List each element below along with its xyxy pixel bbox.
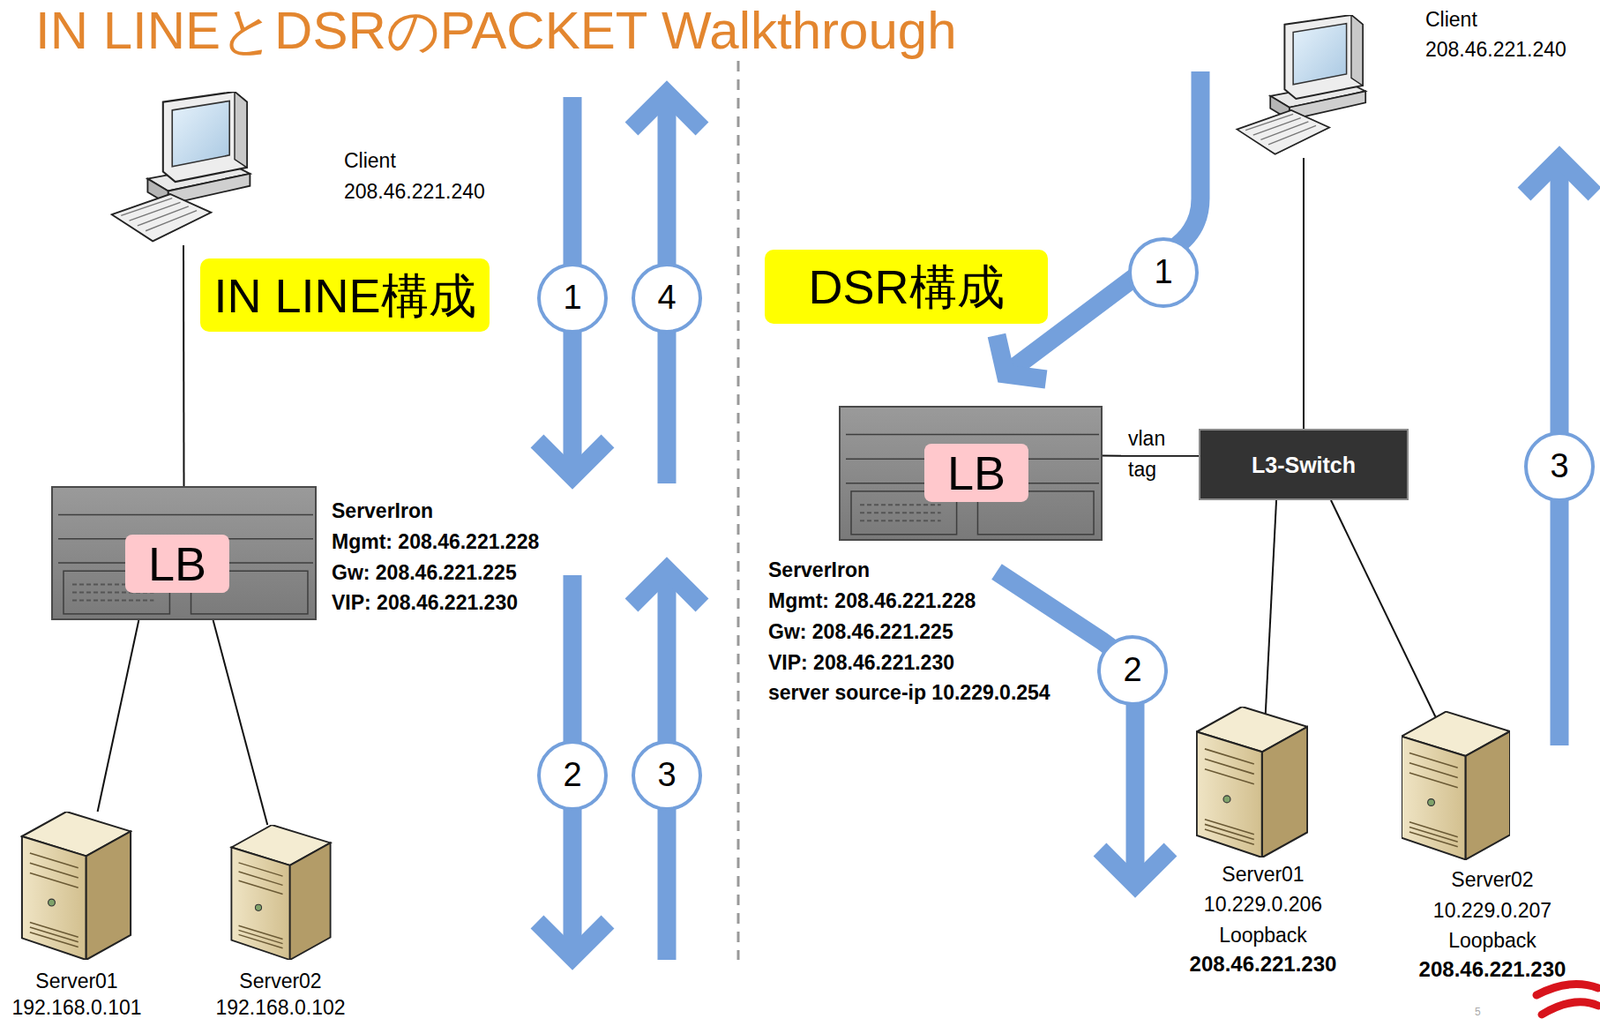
node-label: 10.229.0.206 — [1203, 892, 1323, 916]
node-label: Server01 — [35, 969, 118, 993]
server-symbol — [224, 824, 337, 960]
callout-circle: 3 — [1524, 431, 1595, 502]
box-text: 2 — [562, 755, 582, 795]
server-icon: Server01192.168.0.101 — [20, 811, 133, 960]
box-text: DSR構成 — [807, 259, 1004, 315]
node-label: 208.46.221.240 — [1425, 37, 1567, 61]
wire — [1102, 455, 1199, 457]
symbol-use — [112, 91, 251, 241]
vent — [72, 598, 154, 601]
node-label: Mgmt: 208.46.221.228 — [331, 530, 539, 554]
box-text: 1 — [1153, 253, 1173, 292]
wire — [1265, 500, 1277, 715]
symbol-use — [1401, 711, 1511, 860]
connector-line — [1102, 455, 1199, 457]
wire — [1330, 500, 1439, 724]
node-label: 208.46.221.230 — [1189, 951, 1338, 977]
vent — [859, 511, 942, 514]
page-title: IN LINEとDSRのPACKET Walkthrough — [35, 0, 958, 61]
vlan-tag-label: vlan — [1128, 426, 1166, 450]
node-label: LB — [125, 534, 230, 593]
node-label: 192.168.0.102 — [215, 995, 345, 1019]
wire — [97, 620, 140, 812]
box-text: 3 — [1549, 447, 1569, 486]
box-text: 2 — [1122, 650, 1142, 690]
box-text: L3-Switch — [1251, 451, 1356, 478]
wire — [213, 620, 269, 825]
symbol-use — [1196, 706, 1308, 858]
node-label: Client — [1425, 7, 1478, 31]
client-computer: Client208.46.221.240 — [106, 91, 261, 246]
computer-symbol — [106, 91, 261, 246]
server-icon: Server0110.229.0.206Loopback208.46.221.2… — [1196, 706, 1309, 858]
page-number: 5 — [1474, 1006, 1481, 1019]
config-label-box: DSR構成 — [764, 249, 1048, 324]
divider — [738, 60, 740, 960]
server-icon: Server0210.229.0.207Loopback208.46.221.2… — [1401, 710, 1511, 860]
node-label: Loopback — [1448, 928, 1537, 952]
load-balancer: LBServerIronMgmt: 208.46.221.228Gw: 208.… — [51, 485, 317, 621]
wire — [1302, 157, 1305, 429]
node-label: 192.168.0.101 — [11, 995, 142, 1019]
node-label: Server02 — [1450, 867, 1533, 891]
computer-symbol — [1224, 14, 1384, 158]
node-label: VIP: 208.46.221.230 — [331, 590, 518, 614]
node-label: Client — [343, 149, 397, 172]
node-label: ServerIron — [768, 558, 870, 582]
wire — [182, 245, 186, 486]
symbol-use — [22, 811, 131, 960]
box-text: 3 — [657, 755, 676, 795]
callout-circle: 4 — [631, 262, 703, 334]
node-label: Gw: 208.46.221.225 — [331, 560, 517, 584]
node-label: Server02 — [239, 969, 322, 993]
node-label: Server01 — [1221, 862, 1304, 886]
node-label: Loopback — [1218, 923, 1308, 947]
box-text: 4 — [657, 278, 676, 318]
node-label: 208.46.221.240 — [343, 179, 486, 203]
vent — [859, 503, 942, 506]
l3-switch: L3-Switch — [1198, 428, 1409, 501]
server-symbol — [1196, 706, 1309, 858]
load-balancer: LBServerIronMgmt: 208.46.221.228Gw: 208.… — [838, 405, 1103, 541]
symbol-use — [231, 824, 330, 960]
vent — [859, 519, 942, 522]
callout-circle: 2 — [537, 740, 608, 811]
server-symbol — [1401, 710, 1511, 860]
box-text: 1 — [562, 278, 582, 318]
node-label: 10.229.0.207 — [1433, 898, 1552, 922]
connector-line — [1265, 500, 1277, 715]
server-icon: Server02192.168.0.102 — [224, 824, 337, 960]
node-label: Mgmt: 208.46.221.228 — [768, 589, 976, 613]
connector-line — [213, 620, 269, 825]
box-text: IN LINE構成 — [213, 267, 476, 322]
node-label: Gw: 208.46.221.225 — [768, 620, 954, 643]
node-label: server source-ip 10.229.0.254 — [768, 680, 1051, 704]
connector-line — [97, 620, 140, 812]
logo — [1536, 984, 1599, 1016]
callout-circle: 2 — [1097, 635, 1168, 706]
slot-line — [845, 433, 1100, 436]
vlan-tag-label: tag — [1128, 457, 1157, 481]
client-computer: Client208.46.221.240 — [1224, 14, 1384, 158]
connector-line — [183, 245, 186, 486]
slot-line — [58, 514, 314, 516]
callout-circle: 1 — [537, 262, 608, 334]
config-label-box: IN LINE構成 — [200, 258, 490, 332]
connector-line — [1330, 500, 1439, 724]
node-label: VIP: 208.46.221.230 — [768, 650, 955, 674]
node-label: 208.46.221.230 — [1419, 957, 1567, 982]
flow-arrows — [537, 71, 1595, 960]
callout-circle: 3 — [631, 740, 703, 811]
callout-circle: 1 — [1128, 237, 1199, 308]
symbol-use — [1236, 14, 1366, 155]
connector-line — [1303, 157, 1305, 429]
server-symbol — [20, 811, 133, 960]
node-label: LB — [924, 443, 1029, 502]
node-label: ServerIron — [331, 499, 434, 523]
